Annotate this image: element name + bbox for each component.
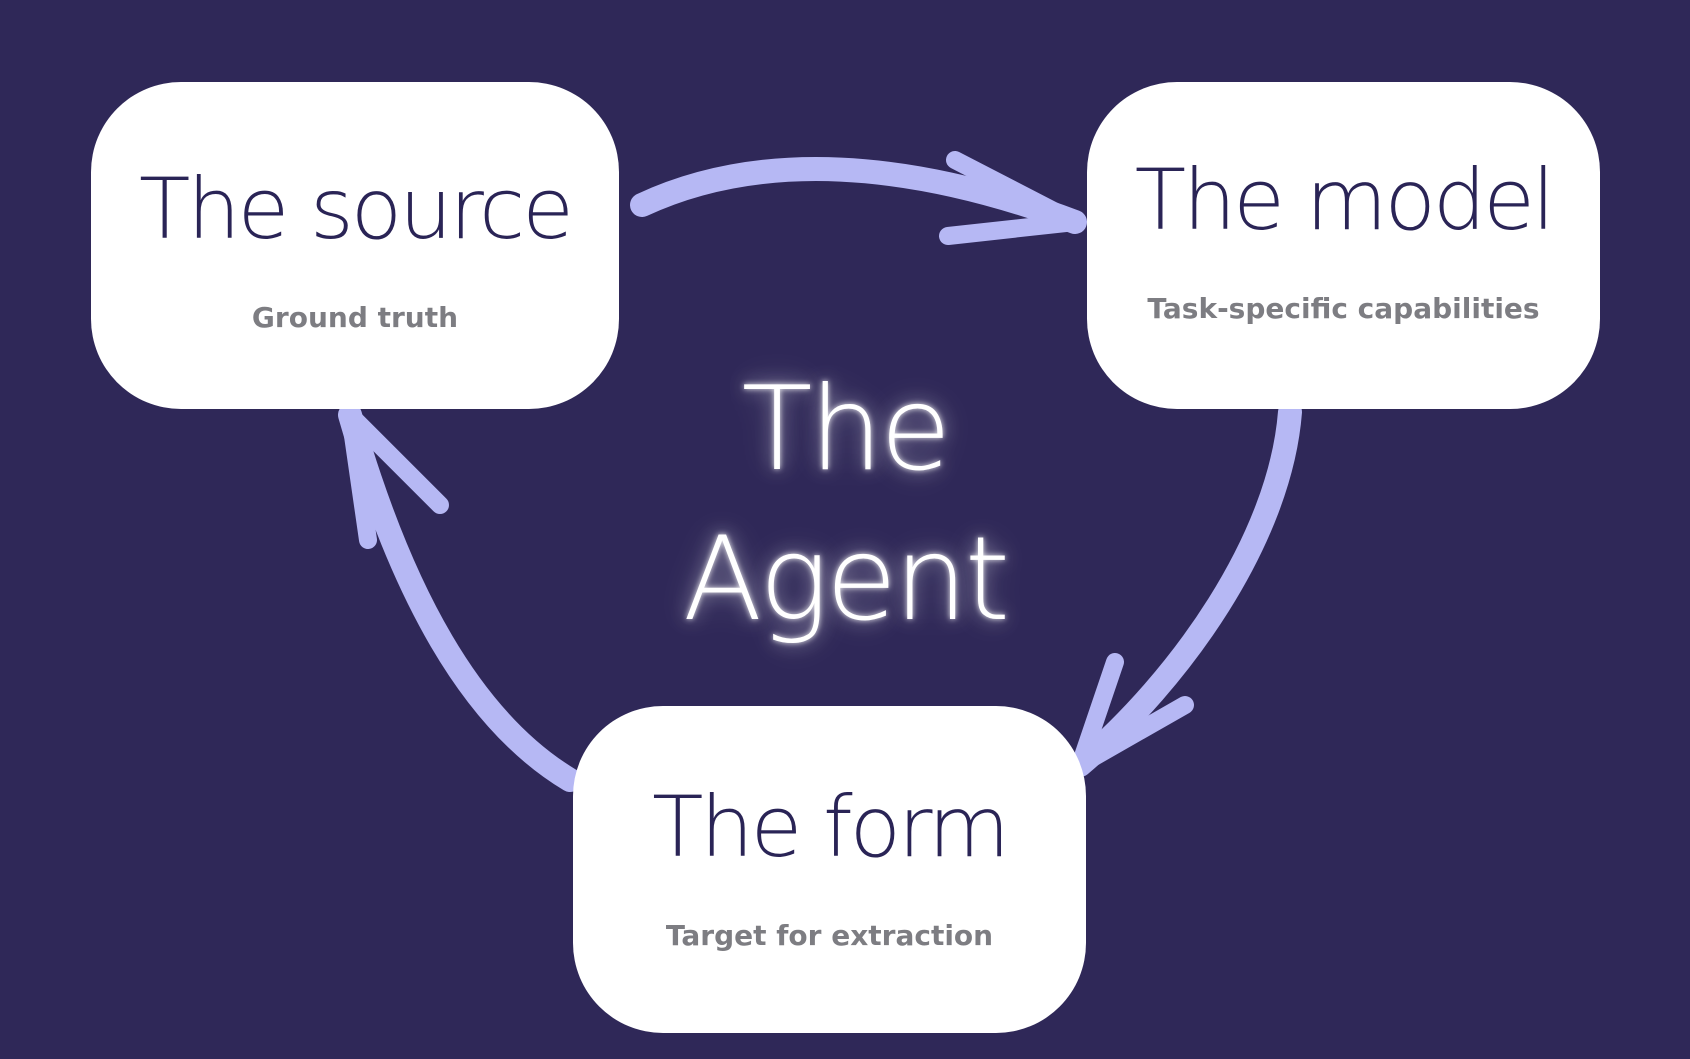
center-label: The Agent [620,355,1070,655]
node-model-title: The model [1134,151,1555,249]
arrow-form-to-source [338,403,582,792]
node-form-subtitle: Target for extraction [665,919,994,952]
node-source: The source Ground truth [91,82,619,409]
node-source-title: The source [139,160,574,258]
center-label-line2: Agent [682,512,1010,647]
node-model-subtitle: Task-specific capabilities [1147,292,1540,325]
arrow-source-to-model [630,151,1087,245]
center-label-line1: The [741,362,952,497]
node-source-subtitle: Ground truth [251,301,459,334]
arrow-model-to-form [1068,400,1302,777]
node-form: The form Target for extraction [573,706,1086,1033]
node-form-title: The form [652,778,1010,876]
node-model: The model Task-specific capabilities [1087,82,1600,409]
